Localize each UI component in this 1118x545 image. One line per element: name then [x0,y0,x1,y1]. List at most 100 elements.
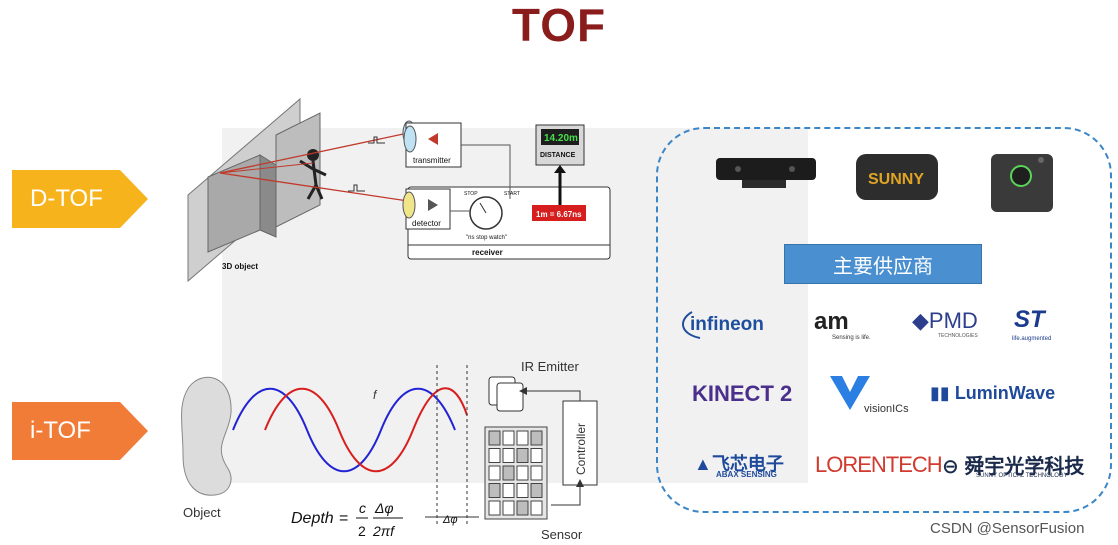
st-tagline: life.augmented [1012,336,1052,342]
visionics-logo: visionICs [864,403,909,415]
kinect-device-icon [716,158,816,188]
pmd-text: PMD [928,308,978,333]
kinect-logo: KINECT 2 [692,381,793,406]
supplier-title: 主要供应商 [784,244,982,284]
depth-eq: = [339,510,348,527]
luminwave-logo: ▮▮ LuminWave [930,383,1056,403]
sensor-pixel [502,500,515,516]
distance-arrowhead [554,165,566,173]
sensor-pixel [516,483,529,498]
person-head [307,149,319,161]
depth-two-pi-f: 2πf [372,523,396,539]
emitter-box-2 [496,382,524,412]
sensor-pixel [530,483,543,498]
stop-label: STOP [464,191,478,197]
sensor-pixel [488,430,501,446]
transmitter-label: transmitter [413,156,451,165]
sensor-pixel [488,448,501,463]
controller-wire-bottom [551,485,581,506]
depth-c: c [359,500,366,516]
infineon-text: infineon [690,314,764,335]
sunny-en-text: SUNNY OPTICAL TECHNOLOGY [976,473,1068,479]
pulse-in [348,184,365,192]
tx-diode [428,133,438,145]
person-body [299,159,327,200]
controller-arrow-bottom [576,479,584,487]
sunny-device-icon: SUNNY [856,154,938,200]
sunny-optical-logo: ⊖ 舜宇光学科技 [942,456,1085,478]
controller-arrow-top [519,387,527,395]
dtof-label: D-TOF [30,185,103,212]
distance-screen [541,129,579,145]
sensor-pixel [516,500,529,516]
abax-tagline: ABAX SENSING [716,470,777,479]
sensor-pixel [502,465,515,481]
dtof-diagram: 3D object transmitter detector receiver … [187,97,611,283]
sensor-pixel [530,500,543,516]
depth-two: 2 [358,523,366,539]
sensor-pixel [488,465,501,481]
visionics-icon [830,376,870,410]
detector-label: detector [412,219,441,228]
beam-person [219,162,314,174]
sensor-pixel [488,500,501,516]
abax-text: 飞芯电子 [711,454,784,474]
sensor-pixel [502,483,515,498]
pulse-out [368,136,385,144]
page-title: TOF [511,0,607,51]
watermark: CSDN @SensorFusion [930,520,1085,537]
stopwatch-hand [479,202,487,214]
depth-lhs: Depth [291,510,334,527]
abax-logo: ▲飞芯电子 [694,454,784,474]
sensor-pixel [530,448,543,463]
sensor-pixel [530,430,543,446]
sensor-pixel [502,430,515,446]
sensor-grid [484,426,548,520]
controller-box [562,400,598,486]
wave-f: f [373,388,378,402]
controller-wire-top [527,390,581,401]
sensor-pixel [516,448,529,463]
object-label: 3D object [222,262,258,271]
sensor-pixel [530,465,543,481]
sunny-device-label: SUNNY [868,171,924,188]
ams-logo: am [814,308,849,335]
depth-delta-phi: Δφ [374,500,394,516]
beam-return [219,172,409,202]
rx-diode [428,199,438,211]
object-label-itof: Object [183,505,221,520]
controller-label: Controller [574,423,588,475]
delta-phi-marker: Δφ [442,514,458,526]
sensor-pixel [516,465,529,481]
ams-tagline: Sensing is life. [832,335,871,341]
sensor-pixel [488,483,501,498]
supplier-region [656,127,1112,513]
start-label: START [504,191,520,197]
reflected-wave [264,387,468,473]
sensor-pixel [502,448,515,463]
stopwatch-label: "ns stop watch" [466,235,507,241]
rx-lens [402,191,416,219]
emitted-wave [232,387,456,473]
sensor-label: Sensor [541,527,583,542]
tx-wire [461,144,511,199]
distance-value: 14.20m [544,133,578,144]
receiver-label: receiver [472,248,503,257]
formula-box [532,205,586,221]
infineon-logo: infineon [682,311,764,339]
pmd-tagline: TECHNOLOGIES [938,333,978,339]
sensor-pixel [516,430,529,446]
luminwave-text: LuminWave [954,383,1056,403]
dtof-label-arrow: D-TOF [12,170,148,228]
distance-label: DISTANCE [540,152,576,159]
object-shape [181,376,232,496]
itof-label: i-TOF [30,417,91,444]
tx-lens-front [403,125,417,153]
st-logo: ST [1014,306,1045,333]
sensor-module-icon [991,154,1053,212]
formula: 1m = 6.67ns [536,210,582,219]
ir-emitter-label: IR Emitter [521,359,579,374]
pmd-logo: ◆PMD [912,308,978,333]
sunny-cn-text: 舜宇光学科技 [964,456,1085,478]
lorentech-logo: LORENTECH [815,452,943,477]
